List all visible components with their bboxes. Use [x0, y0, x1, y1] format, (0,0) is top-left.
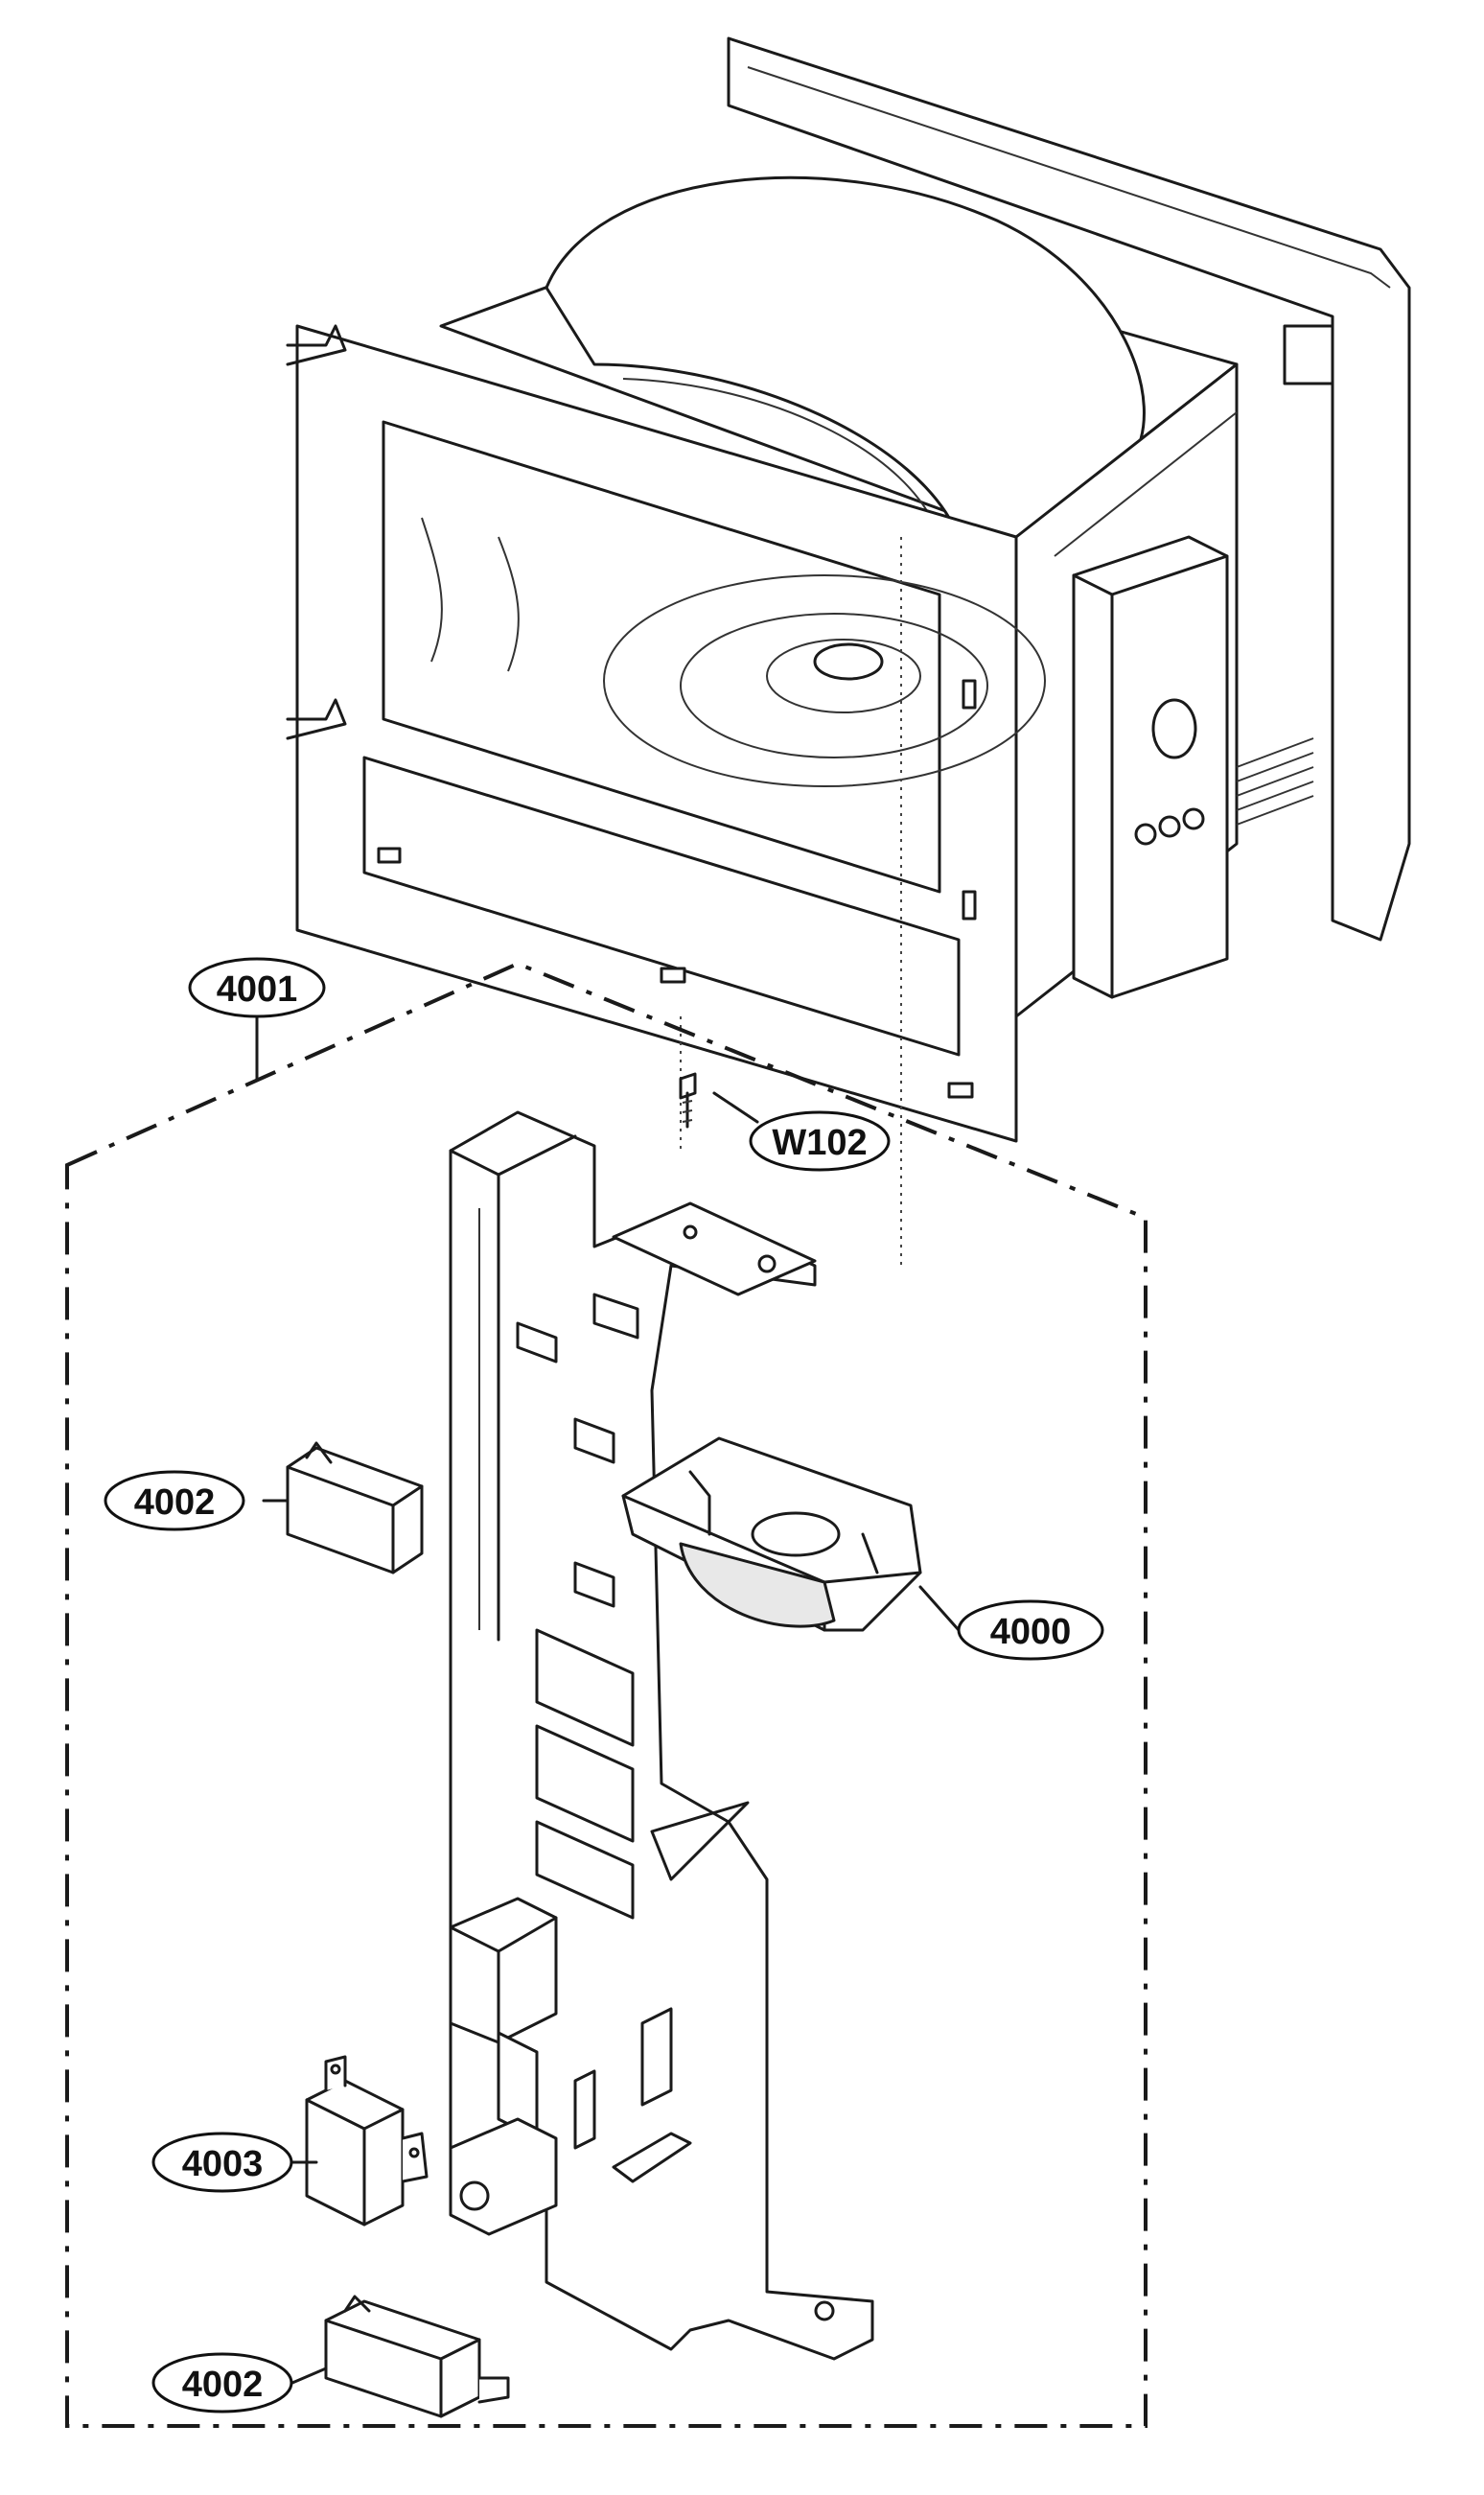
screw-w102	[679, 1072, 697, 1129]
leader-4000	[918, 1585, 961, 1632]
svg-text:4002: 4002	[134, 1482, 216, 1523]
svg-text:4000: 4000	[990, 1612, 1072, 1652]
part-4002-switch-bottom	[324, 2295, 510, 2418]
group-boundary-4001	[65, 961, 1148, 2428]
callout-4002-top: 4002	[104, 1470, 245, 1531]
callout-4003: 4003	[151, 2132, 293, 2193]
callout-4002-bottom: 4002	[151, 2352, 293, 2413]
svg-text:4002: 4002	[182, 2365, 264, 2405]
leader-w102	[712, 1091, 759, 1124]
latch-board	[449, 1110, 874, 2361]
svg-text:4001: 4001	[217, 969, 298, 1010]
callout-4000: 4000	[957, 1599, 1104, 1661]
oven-cavity-assembly	[286, 36, 1411, 1143]
callout-4001: 4001	[188, 957, 326, 1018]
part-4003-switch	[305, 2055, 429, 2227]
leader-4002-bottom	[290, 2367, 328, 2385]
svg-text:W102: W102	[772, 1123, 867, 1163]
svg-text:4003: 4003	[182, 2144, 264, 2184]
callout-w102: W102	[749, 1110, 891, 1172]
part-4000-lever	[621, 1436, 922, 1632]
part-4002-switch-top	[286, 1441, 424, 1574]
